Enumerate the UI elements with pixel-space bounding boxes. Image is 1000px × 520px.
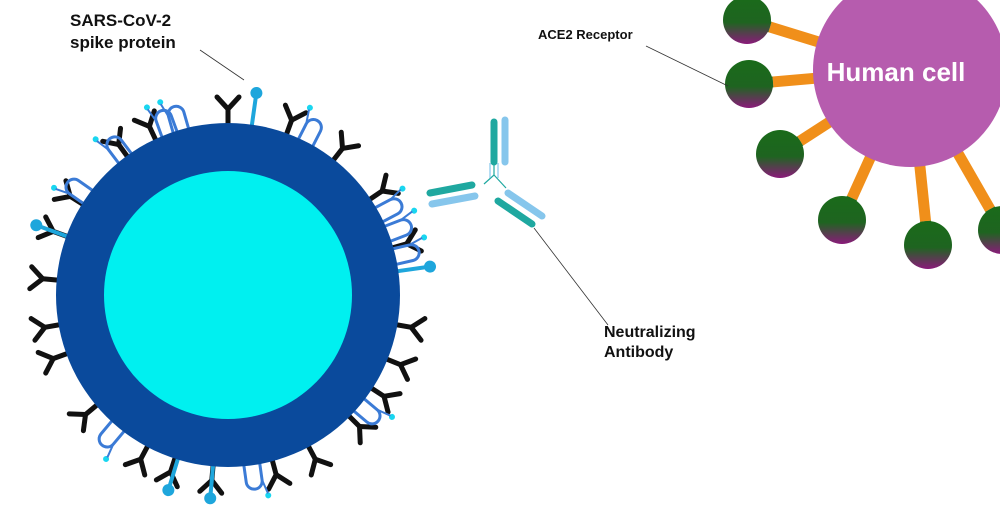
human-cell-label: Human cell [827, 57, 966, 87]
loop-protein-icon [92, 135, 136, 169]
ace2-leader-line [645, 45, 729, 87]
human-cell: Human cell [813, 0, 1000, 167]
ace2-receptor-icon [818, 149, 878, 244]
human-cell-body [813, 0, 1000, 167]
spike-leader-line [199, 49, 245, 81]
spike-protein-label-line2: spike protein [70, 33, 176, 52]
loop-protein-icon [51, 177, 99, 208]
ace2-receptors [723, 0, 1000, 269]
loop-protein-icon [294, 104, 323, 153]
ace2-receptor-icon [723, 0, 826, 49]
loop-protein-icon [97, 415, 129, 462]
virus-core [104, 171, 352, 419]
loop-protein-icon [348, 394, 395, 426]
loop-protein-icon [143, 104, 181, 144]
antibody-icon [426, 116, 546, 228]
antibody-label-line2: Antibody [604, 344, 673, 361]
antibody-label-line1: Neutralizing [604, 324, 696, 341]
loop-protein-icon [369, 185, 406, 226]
ace2-receptor-icon [950, 145, 1000, 254]
ace2-receptor-icon [756, 114, 838, 178]
loop-protein-icon [378, 207, 418, 245]
loop-protein-icon [241, 456, 272, 499]
ace2-receptor-icon [725, 60, 821, 108]
ace2-receptor-icon [904, 158, 952, 269]
ace2-receptor-label: ACE2 Receptor [538, 27, 633, 42]
virus-particle [56, 123, 400, 467]
spike-protein-label-line1: SARS-CoV-2 [70, 11, 171, 30]
loop-protein-icon [386, 234, 428, 267]
antibody-leader-line [533, 227, 609, 326]
